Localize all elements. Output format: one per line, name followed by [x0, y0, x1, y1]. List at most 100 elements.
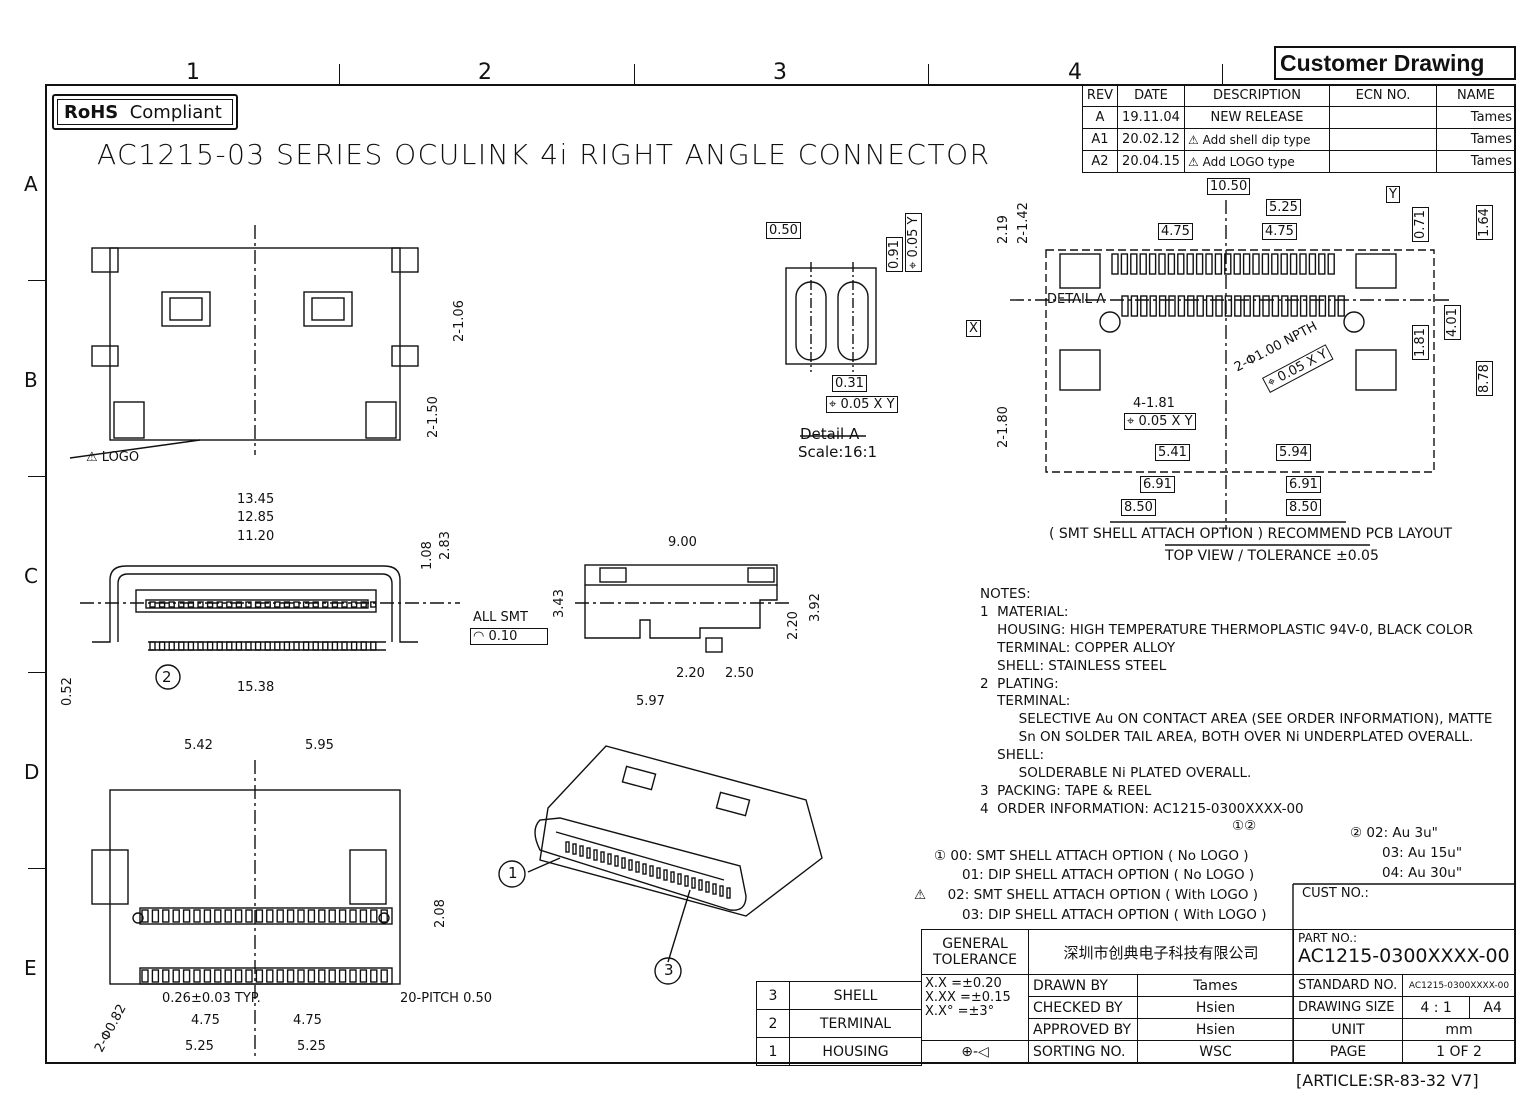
zone-divider — [28, 672, 45, 673]
dim-detail-pitch: 0.50 — [766, 222, 801, 239]
bottom-tail — [359, 969, 368, 983]
iso-contact — [712, 883, 717, 895]
zone-col-1: 1 — [186, 60, 200, 85]
dim-top-1: 2-1.06 — [452, 300, 467, 342]
pcb-pad — [1327, 253, 1335, 275]
pcb-pad — [1215, 295, 1223, 317]
dim-pcb-14: 5.94 — [1276, 444, 1311, 461]
bottom-tail — [234, 909, 243, 923]
iso-contact — [600, 851, 605, 863]
pcb-subcaption: TOP VIEW / TOLERANCE ±0.05 — [1165, 548, 1379, 564]
datum-x: X — [966, 320, 981, 337]
note-line: TERMINAL: COPPER ALLOY — [980, 639, 1176, 656]
pcb-pad — [1186, 253, 1194, 275]
option-line: 02: Au 3u" — [1366, 825, 1438, 841]
rohs-text: Compliant — [129, 102, 222, 123]
iso-contact — [698, 879, 703, 891]
bottom-tail — [297, 969, 305, 983]
iso-contact — [649, 865, 654, 877]
bottom-tail — [172, 969, 180, 983]
checked-by-label: CHECKED BY — [1028, 996, 1138, 1019]
terminal-tail — [226, 641, 233, 651]
detail-tol: 0.05 — [840, 397, 870, 412]
zone-row-c: C — [24, 564, 38, 588]
option-line: 00: SMT SHELL ATTACH OPTION ( No LOGO ) — [950, 848, 1249, 864]
detail-a-view — [785, 262, 877, 437]
warning-triangle-icon: ⚠ — [914, 887, 927, 903]
bom-part: SHELL — [789, 981, 922, 1010]
front-view-outline — [80, 565, 460, 690]
bottom-tail — [276, 909, 284, 923]
terminal-tail — [158, 641, 166, 651]
balloon-3: 3 — [664, 961, 674, 979]
dim-pcb-18: 8.50 — [1286, 499, 1321, 516]
dim-side-c: 5.97 — [636, 694, 665, 709]
iso-contact — [586, 847, 591, 859]
front-contact — [187, 601, 195, 608]
front-contact — [322, 601, 329, 608]
front-contact — [206, 601, 214, 608]
note-line: 4 ORDER INFORMATION: AC1215-0300XXXX-00 — [980, 800, 1304, 817]
pcb-pad — [1271, 253, 1279, 275]
revision-table: REV DATE DESCRIPTION ECN NO. NAME A 19.1… — [1082, 84, 1516, 173]
note-line: TERMINAL: — [980, 693, 1071, 710]
bottom-tail — [349, 969, 357, 983]
scale: 4 : 1 — [1401, 996, 1471, 1019]
bottom-tail — [203, 969, 212, 983]
bom-part: TERMINAL — [789, 1009, 922, 1038]
terminal-tail — [206, 641, 214, 651]
bottom-tail — [297, 909, 305, 923]
dim-pcb-9: 4.01 — [1444, 305, 1461, 340]
bottom-tail — [266, 969, 274, 983]
revision-row: A 19.11.04 NEW RELEASE Tames — [1082, 106, 1516, 129]
bottom-tail — [380, 909, 388, 923]
iso-contact — [656, 867, 661, 879]
pcb-pad — [1234, 295, 1242, 317]
iso-contact — [614, 855, 619, 867]
terminal-tail — [254, 641, 262, 651]
dim-pcb-15: 6.91 — [1140, 476, 1175, 493]
detail-a-title: Detail A — [800, 425, 860, 443]
dim-side-h3: 3.92 — [808, 593, 823, 622]
dim-side-length: 9.00 — [668, 535, 697, 550]
terminal-tail — [235, 641, 243, 651]
dim-front-width-3: 11.20 — [237, 529, 275, 544]
standard-label: STANDARD NO. — [1293, 974, 1403, 997]
dim-bottom-1: 5.42 — [184, 738, 213, 753]
approved-by: Hsien — [1137, 1018, 1294, 1041]
front-contact — [168, 601, 175, 608]
bottom-tail — [307, 969, 316, 983]
note-line: SHELL: STAINLESS STEEL — [980, 657, 1167, 674]
bottom-tail — [234, 969, 243, 983]
unit-label: UNIT — [1293, 1018, 1403, 1041]
company-name: 深圳市创典电子科技有限公司 — [1028, 929, 1294, 975]
datum-ref: X — [1304, 352, 1320, 370]
front-contact — [158, 601, 166, 608]
zone-col-4: 4 — [1068, 60, 1082, 85]
dim-pcb-6: 2-1.42 — [1016, 202, 1031, 244]
name-cell: Tames — [1436, 128, 1516, 151]
front-contact — [245, 601, 252, 608]
zone-divider — [339, 64, 340, 84]
pcb-pad — [1187, 295, 1195, 317]
article-number: [ARTICLE:SR-83-32 V7] — [1296, 1071, 1479, 1090]
note-line: SELECTIVE Au ON CONTACT AREA (SEE ORDER … — [980, 711, 1493, 728]
bottom-tail — [286, 969, 295, 983]
front-contact — [226, 601, 233, 608]
bottom-tail — [370, 969, 378, 983]
bottom-tail — [203, 909, 212, 923]
part-no-label: PART NO.: — [1298, 931, 1358, 945]
bottom-tail — [193, 909, 201, 923]
zone-row-e: E — [24, 956, 37, 980]
iso-contact — [572, 843, 577, 855]
dim-side-h2: 2.20 — [786, 611, 801, 640]
size-label: DRAWING SIZE — [1293, 996, 1403, 1019]
terminal-tail — [264, 641, 271, 651]
pcb-pad — [1167, 253, 1176, 275]
rev-col: REV — [1082, 84, 1118, 107]
date-cell: 20.02.12 — [1117, 128, 1185, 151]
dim-pcb-1: 10.50 — [1207, 178, 1251, 195]
bottom-tail — [328, 969, 336, 983]
